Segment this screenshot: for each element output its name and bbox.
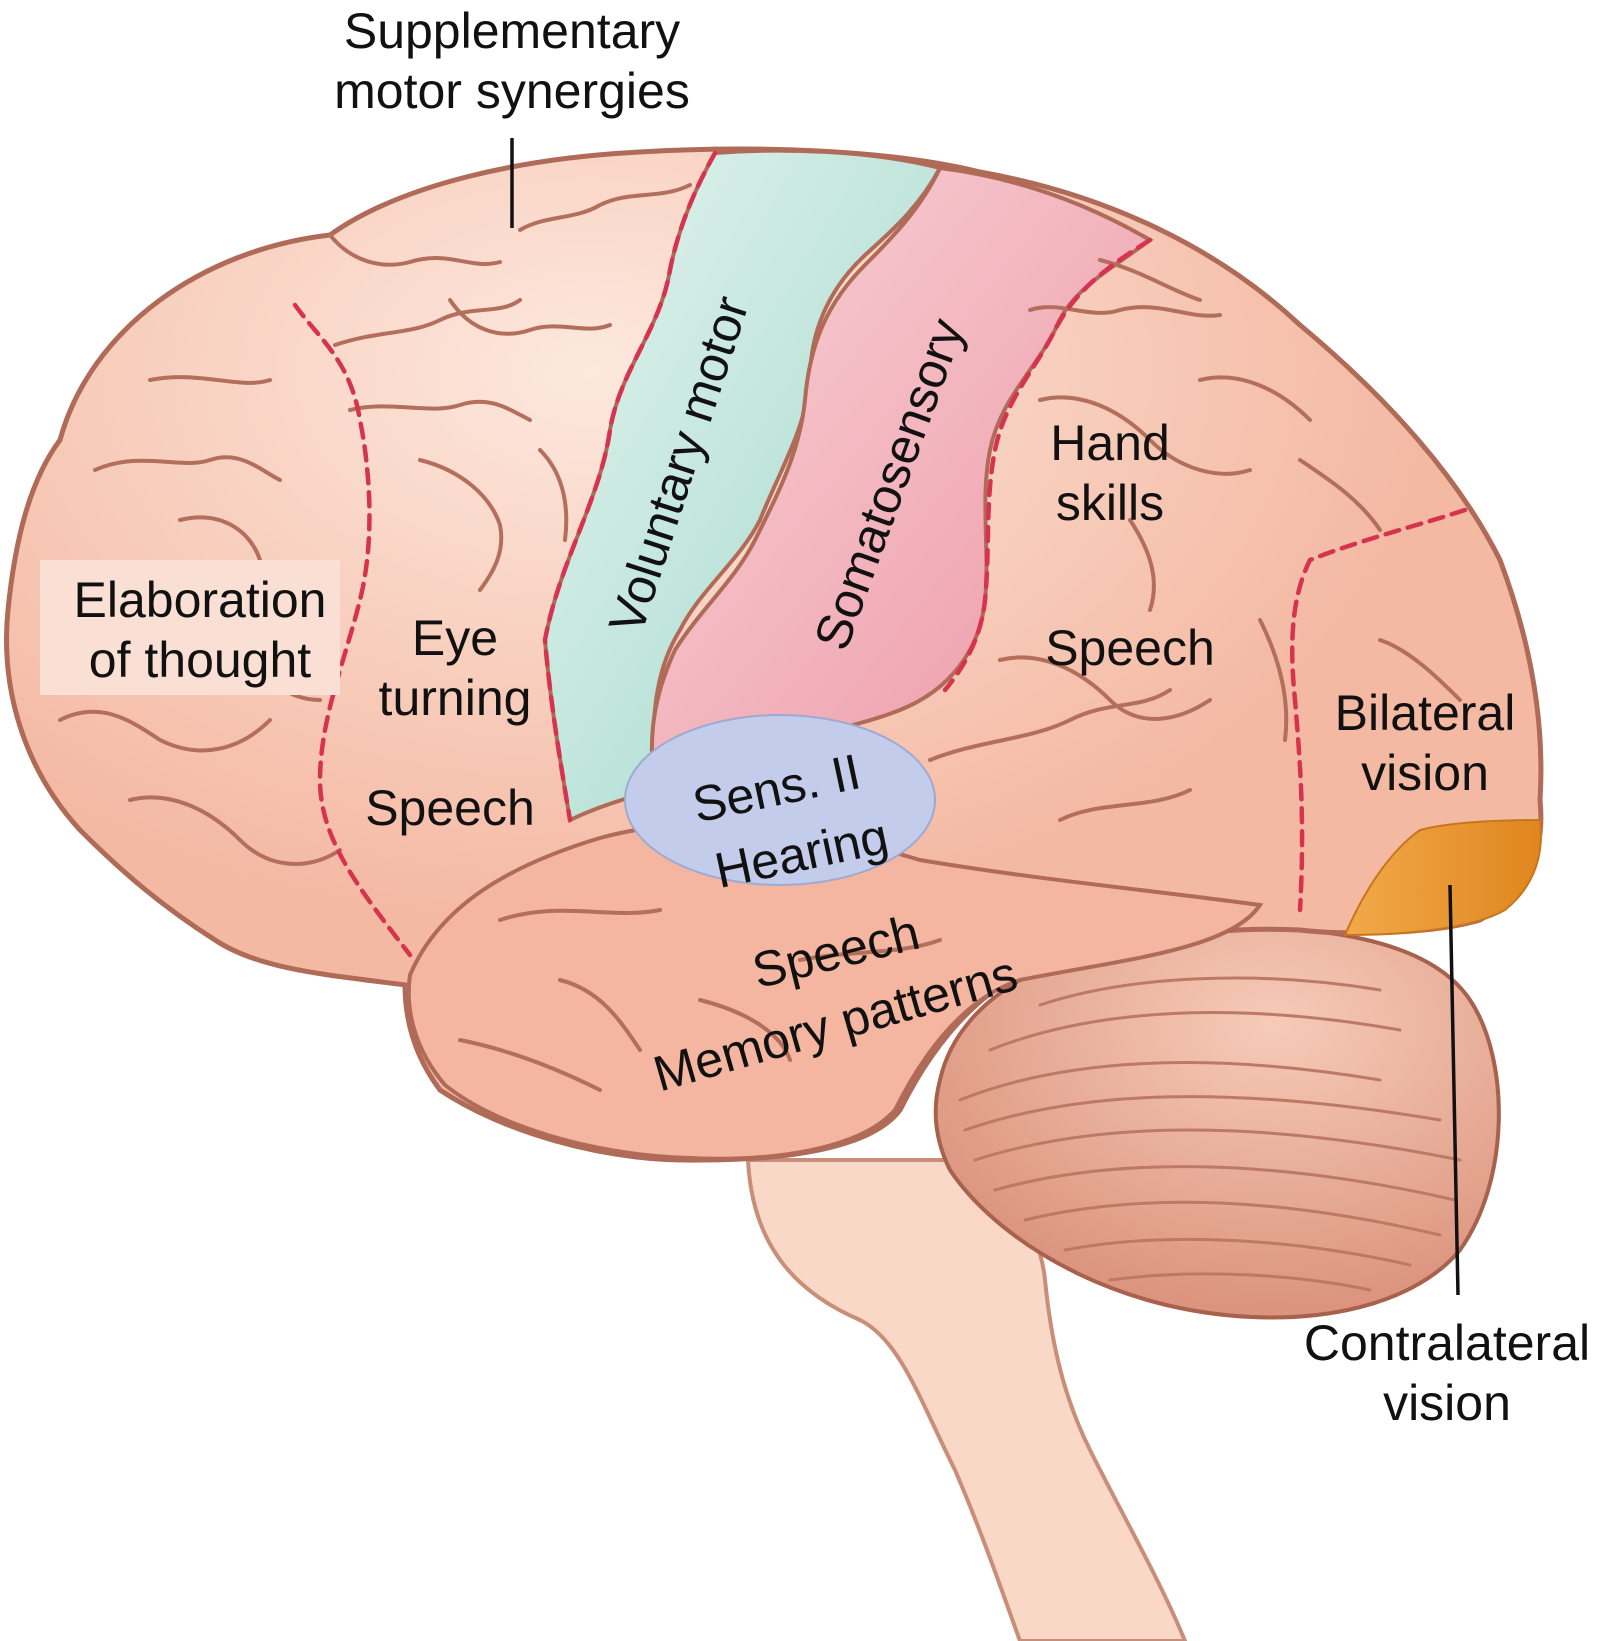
label-bilateral-1: Bilateral [1335,685,1516,741]
label-contralateral-2: vision [1383,1375,1511,1431]
label-eye-turning-1: Eye [412,610,498,666]
label-contralateral-1: Contralateral [1304,1315,1590,1371]
auditory-region [624,714,936,886]
label-eye-turning-2: turning [379,670,532,726]
label-supplementary-2: motor synergies [334,63,690,119]
primary-visual-region [1343,818,1542,937]
label-bilateral-2: vision [1361,745,1489,801]
leader-contralateral-vision [1448,884,1460,1296]
label-hand-skills-1: Hand [1050,415,1170,471]
label-elaboration-1: Elaboration [74,572,327,628]
label-speech-frontal: Speech [365,780,535,836]
brainstem [745,1158,1188,1641]
label-hand-skills-2: skills [1056,475,1164,531]
label-elaboration-2: of thought [89,632,312,688]
elaboration-label-backdrop [40,560,340,695]
region-boundaries [292,150,1468,958]
cerebellum [933,926,1501,1320]
label-supplementary-1: Supplementary [344,3,680,59]
label-speech-parietal: Speech [1045,620,1215,676]
